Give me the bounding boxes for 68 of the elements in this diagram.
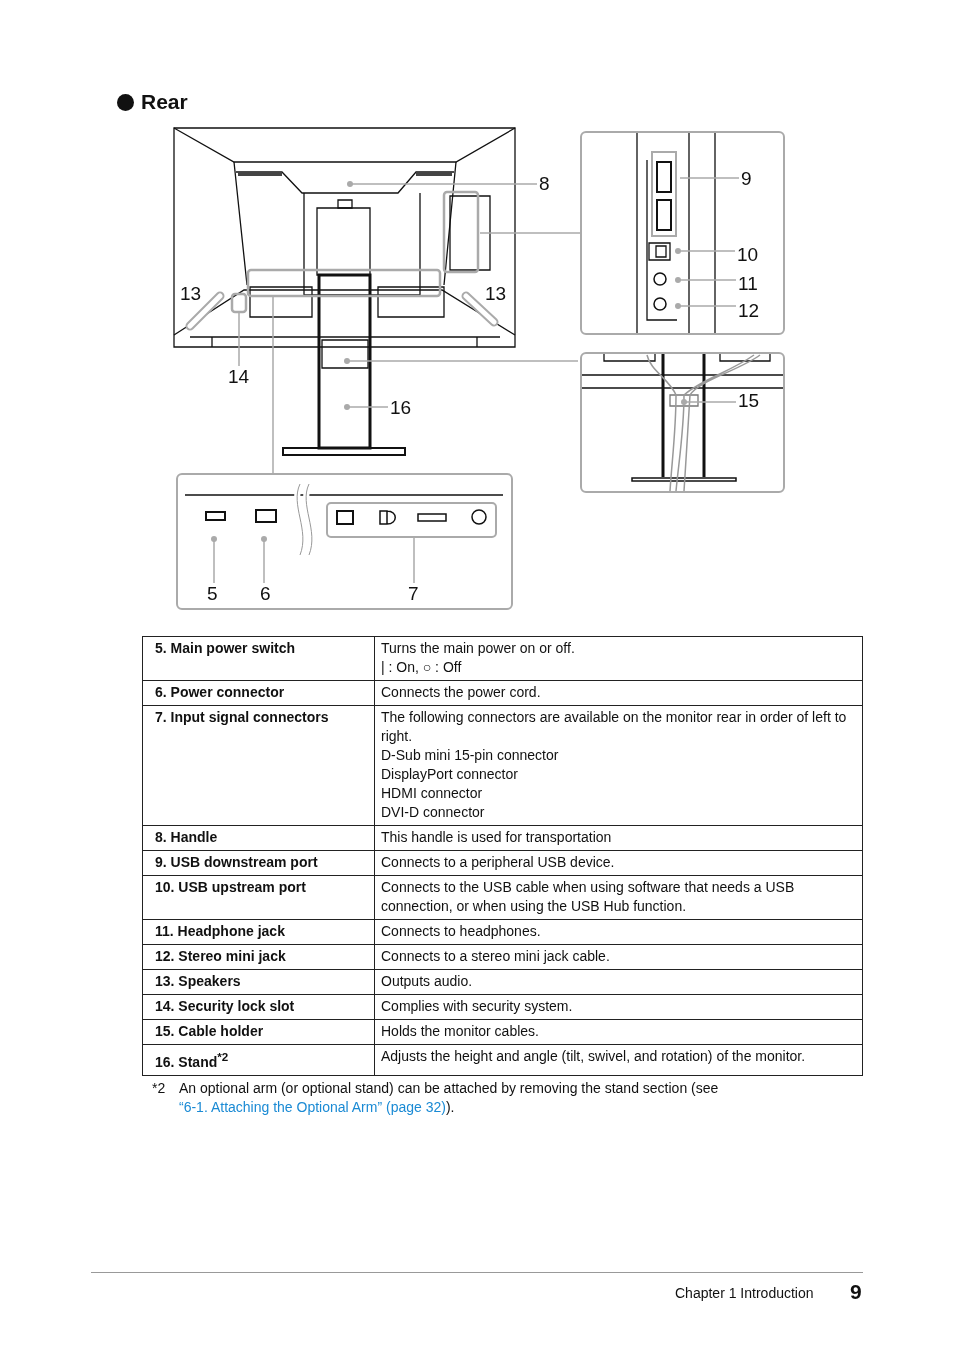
callout-number: 15	[738, 391, 760, 411]
leader-line	[675, 248, 736, 254]
table-cell: 10. USB upstream port	[142, 875, 375, 920]
detail-inset	[580, 131, 785, 335]
lock-slot	[230, 292, 248, 314]
callout-number: 13	[180, 284, 202, 304]
leader-line	[679, 177, 740, 179]
leader-line	[675, 303, 737, 309]
table-cell: This handle is used for transportation	[374, 825, 863, 851]
leader-line	[413, 537, 415, 584]
table-cell: 7. Input signal connectors	[142, 705, 375, 826]
footnote-text: ).	[445, 1099, 455, 1115]
cell-text: The following connectors are available on the monitor rear in order of left to right.	[381, 708, 848, 746]
link: “6-1. Attaching the Optional Arm” (page 32)	[179, 1099, 446, 1115]
callout-number: 7	[408, 584, 419, 604]
table-cell: 6. Power connector	[142, 680, 375, 706]
leader-line	[347, 181, 538, 187]
cell-text: Turns the main power on or off.	[381, 639, 576, 658]
table-cell: Holds the monitor cables.	[374, 1019, 863, 1045]
table-cell: 16. Stand$^{*2}$	[142, 1044, 375, 1076]
cell-text: DVI-D connector	[381, 803, 486, 822]
detail-inset	[176, 473, 513, 610]
callout-number: 5	[207, 584, 218, 604]
callout-number: 6	[260, 584, 271, 604]
footnote-text: An optional arm (or optional stand) can be attached by removing the stand section (see	[179, 1080, 719, 1096]
table-cell: Connects to a stereo mini jack cable.	[374, 944, 863, 970]
table-cell: Outputs audio.	[374, 969, 863, 995]
cell-text: D-Sub mini 15-pin connector	[381, 746, 560, 765]
callout-number: 12	[738, 301, 760, 321]
highlight-frame	[246, 268, 442, 298]
table-cell: 5. Main power switch	[142, 636, 375, 681]
highlight-frame	[442, 190, 480, 274]
table-cell: 13. Speakers	[142, 969, 375, 995]
cell-text: | : On, ○ : Off	[381, 658, 463, 677]
footnote-mark: *2	[152, 1079, 166, 1098]
leader-line	[479, 232, 582, 234]
table-cell: Connects to headphones.	[374, 919, 863, 945]
callout-number: 8	[539, 174, 550, 194]
leader-line	[261, 536, 267, 584]
table-cell: Connects to the USB cable when using software that needs a USB connection, or when using the USB Hub function.	[374, 875, 863, 920]
table-cell: 15. Cable holder	[142, 1019, 375, 1045]
callout-number: 9	[741, 169, 752, 189]
table-cell: Connects to a peripheral USB device.	[374, 850, 863, 876]
table-cell: 11. Headphone jack	[142, 919, 375, 945]
table-cell: 9. USB downstream port	[142, 850, 375, 876]
table-cell: 14. Security lock slot	[142, 994, 375, 1020]
leader-line	[344, 404, 389, 410]
table-cell: Complies with security system.	[374, 994, 863, 1020]
table-cell: Adjusts the height and angle (tilt, swivel, and rotation) of the monitor.	[374, 1044, 863, 1076]
table-cell: 12. Stereo mini jack	[142, 944, 375, 970]
table-cell: Connects the power cord.	[374, 680, 863, 706]
leader-line	[344, 358, 579, 364]
callout-number: 13	[485, 284, 507, 304]
page-number: 9	[850, 1280, 862, 1304]
cell-text: HDMI connector	[381, 784, 484, 803]
leader-line	[211, 536, 217, 584]
callout-number: 11	[738, 274, 758, 294]
table-cell: 8. Handle	[142, 825, 375, 851]
callout-number: 10	[737, 245, 759, 265]
callout-number: 14	[228, 367, 250, 387]
callout-number: 16	[390, 398, 412, 418]
leader-line	[681, 399, 737, 405]
leader-line	[238, 310, 240, 367]
leader-line	[272, 296, 274, 475]
leader-line	[675, 277, 737, 283]
chapter-title: Chapter 1 Introduction	[675, 1285, 814, 1301]
section-heading: Rear	[141, 90, 188, 114]
cell-text: DisplayPort connector	[381, 765, 519, 784]
